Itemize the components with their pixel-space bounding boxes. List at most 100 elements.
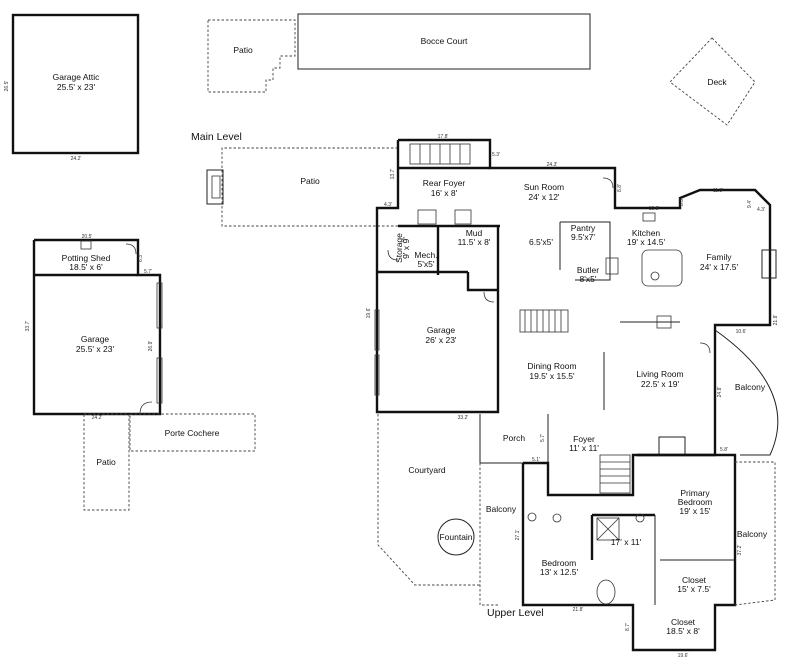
bathtub xyxy=(596,579,616,605)
bocce-court-outline xyxy=(297,13,591,70)
mud-cabinet xyxy=(417,209,437,225)
main-level-labels: Rear Foyer 16' x 8' Sun Room 24' x 12' M… xyxy=(394,178,766,392)
garage-attic-dims: 25.5' x 23' xyxy=(57,82,96,92)
bath-dims: 17' x 11' xyxy=(611,537,642,547)
kitchen-name: Kitchen xyxy=(632,228,661,238)
living-fireplace xyxy=(658,436,686,456)
living-dims: 22.5' x 19' xyxy=(641,379,680,389)
low-patio-name: Patio xyxy=(96,457,116,467)
kitchen-island xyxy=(641,249,683,287)
sun-room-door xyxy=(602,177,614,189)
dining-name: Dining Room xyxy=(527,361,576,371)
fountain-name: Fountain xyxy=(439,532,472,542)
upper-outline xyxy=(521,453,737,652)
dimension-labels: 17.8' 5.3' 24.3' 13.7' 4.3' 8.8' 11.3' 8… xyxy=(25,134,779,659)
dim-foyer-top: 17.8' xyxy=(438,134,449,140)
dim-garage-left-inner: 26.9' xyxy=(148,341,154,352)
rear-foyer-name: Rear Foyer xyxy=(423,178,466,188)
dim-garage-main-bottom: 33.2' xyxy=(458,415,469,421)
family-dims: 24' x 17.5' xyxy=(700,262,739,272)
upper-level-label: Upper Level xyxy=(487,607,544,619)
left-garage-window-2 xyxy=(156,357,163,404)
foyer-dims: 11' x 11' xyxy=(569,443,599,453)
kitchen-sink xyxy=(642,212,656,222)
left-garage-outline xyxy=(32,238,162,416)
dim-upper-left: 27.1' xyxy=(515,530,521,541)
dim-living-bottom: 5.8' xyxy=(720,447,728,453)
main-level-label: Main Level xyxy=(191,131,242,143)
closet1-dims: 15' x 7.5' xyxy=(677,584,711,594)
dim-shed-top: 20.5' xyxy=(82,234,93,240)
bedroom-name: Bedroom xyxy=(542,558,577,568)
pantry-dims: 9.5'x7' xyxy=(571,232,595,242)
dim-family-low: 10.6' xyxy=(736,329,747,335)
courtyard-outline xyxy=(377,414,480,586)
garage-main-dims: 26' x 23' xyxy=(425,335,457,345)
dim-kitchen-top: 11.3' xyxy=(713,188,723,194)
balcony-upper-name: Balcony xyxy=(486,504,517,514)
garage-attic-name: Garage Attic xyxy=(53,72,101,82)
toilet-2 xyxy=(635,513,645,523)
balcony-right-name: Balcony xyxy=(735,382,766,392)
dim-shed-right: 6.3' xyxy=(138,254,144,262)
potting-shed-dims: 18.5' x 6' xyxy=(69,262,103,272)
garage-notch xyxy=(466,272,498,292)
potting-shed-name: Potting Shed xyxy=(62,253,111,263)
sink-1 xyxy=(552,513,562,523)
main-patio-outline xyxy=(221,147,398,227)
primary-name-2: Bedroom xyxy=(678,497,713,507)
deck: Deck xyxy=(669,37,756,126)
left-garage-window-1 xyxy=(156,282,163,329)
garage-door xyxy=(483,291,495,303)
kitchen-dims: 19' x 14.5' xyxy=(627,237,666,247)
primary-dims: 19' x 15' xyxy=(679,506,711,516)
deck-name: Deck xyxy=(707,77,727,87)
garage-left-name: Garage xyxy=(81,334,110,344)
garage-attic: Garage Attic 25.5' x 23' 26.5' 24.2' xyxy=(4,13,140,162)
living-cabinet xyxy=(656,315,672,329)
mud-closet-dims: 6.5'x5' xyxy=(529,237,553,247)
dim-attic-side: 26.5' xyxy=(4,81,10,92)
garage-main-name: Garage xyxy=(427,325,456,335)
upper-stairs xyxy=(599,454,631,494)
dining-dims: 19.5' x 15.5' xyxy=(529,371,575,381)
mech-name: Mech. xyxy=(414,250,437,260)
dim-sun-top: 24.3' xyxy=(547,162,558,168)
sun-room-dims: 24' x 12' xyxy=(528,192,560,202)
mud-name: Mud xyxy=(466,228,483,238)
left-garage: Potting Shed 18.5' x 6' Garage 25.5' x 2… xyxy=(32,238,163,416)
balcony-far-name: Balcony xyxy=(737,529,768,539)
patio-fireplace xyxy=(206,169,224,205)
mech-dims: 5'x5' xyxy=(418,259,435,269)
dim-closet-side: 8.7' xyxy=(625,623,631,631)
dim-kitchen-step: 8.3' xyxy=(679,198,685,206)
porch-outline xyxy=(479,414,549,464)
dim-garage-left-bottom: 24.2' xyxy=(92,415,103,421)
courtyard-name: Courtyard xyxy=(408,465,446,475)
main-patio: Patio xyxy=(206,147,398,227)
closet1-name: Closet xyxy=(682,575,707,585)
storage-door xyxy=(387,249,399,261)
shed-sink xyxy=(80,240,92,250)
dim-living-right: 24.8' xyxy=(717,387,723,398)
mud-dims: 11.5' x 8' xyxy=(458,237,491,247)
patio-fireplace-inner xyxy=(211,175,221,199)
dim-upper-bottom: 21.8' xyxy=(573,607,584,613)
porte-cochere: Porte Cochere Patio xyxy=(83,413,256,511)
dim-left-43: 4.3' xyxy=(384,202,392,208)
primary-name-1: Primary xyxy=(680,488,710,498)
low-patio-outline xyxy=(83,413,130,511)
garage-left-dims: 25.5' x 23' xyxy=(76,344,115,354)
dim-garage-main-side: 19.6' xyxy=(366,308,372,319)
dim-porch-bottom: 5.1' xyxy=(532,457,540,463)
bedroom-dims: 13' x 12.5' xyxy=(540,567,579,577)
dim-family-top: 9.4' xyxy=(747,200,753,208)
family-name: Family xyxy=(706,252,732,262)
courtyard: Fountain Courtyard Porch Foyer 11' x 11'… xyxy=(377,414,599,606)
main-patio-name: Patio xyxy=(300,176,320,186)
upper-balcony-right xyxy=(734,461,776,606)
storage-name: Storage xyxy=(394,233,404,263)
left-garage-door xyxy=(139,401,153,415)
rear-foyer-dims: 16' x 8' xyxy=(431,188,458,198)
